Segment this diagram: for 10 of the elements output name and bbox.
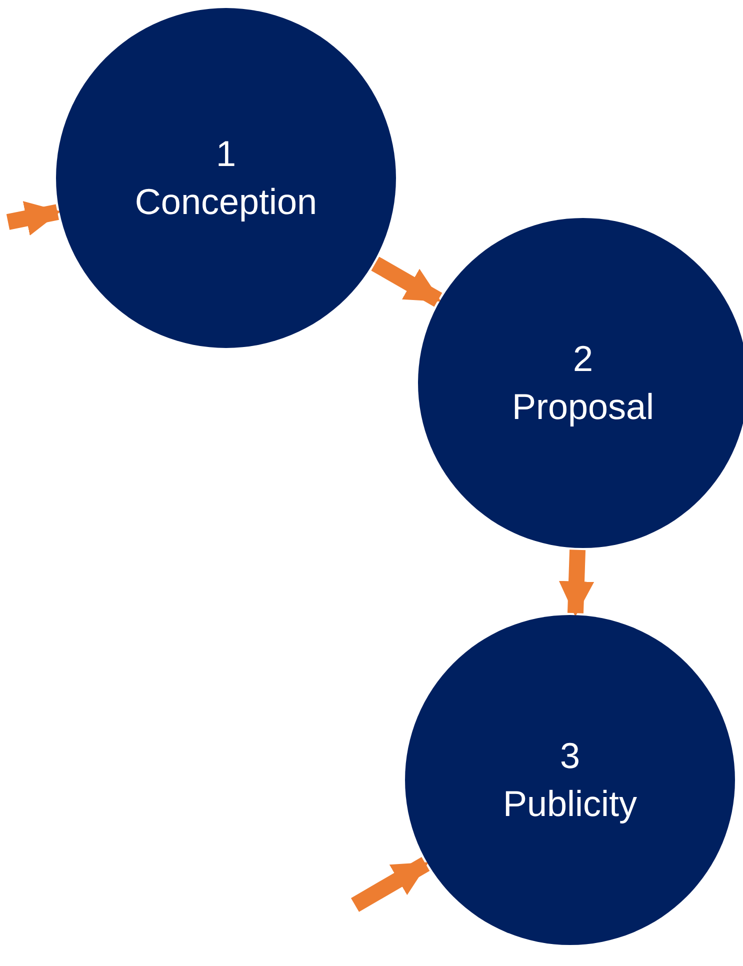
arrow [6,201,61,236]
arrow [558,550,594,617]
step-label: Proposal [512,385,654,429]
arrow [350,857,430,912]
step-label: Conception [134,180,318,224]
step-label: Publicity [502,782,638,826]
step-number: 2 [572,337,594,381]
step-number: 3 [560,734,580,778]
arrow [371,256,442,307]
step-number: 1 [216,132,236,176]
